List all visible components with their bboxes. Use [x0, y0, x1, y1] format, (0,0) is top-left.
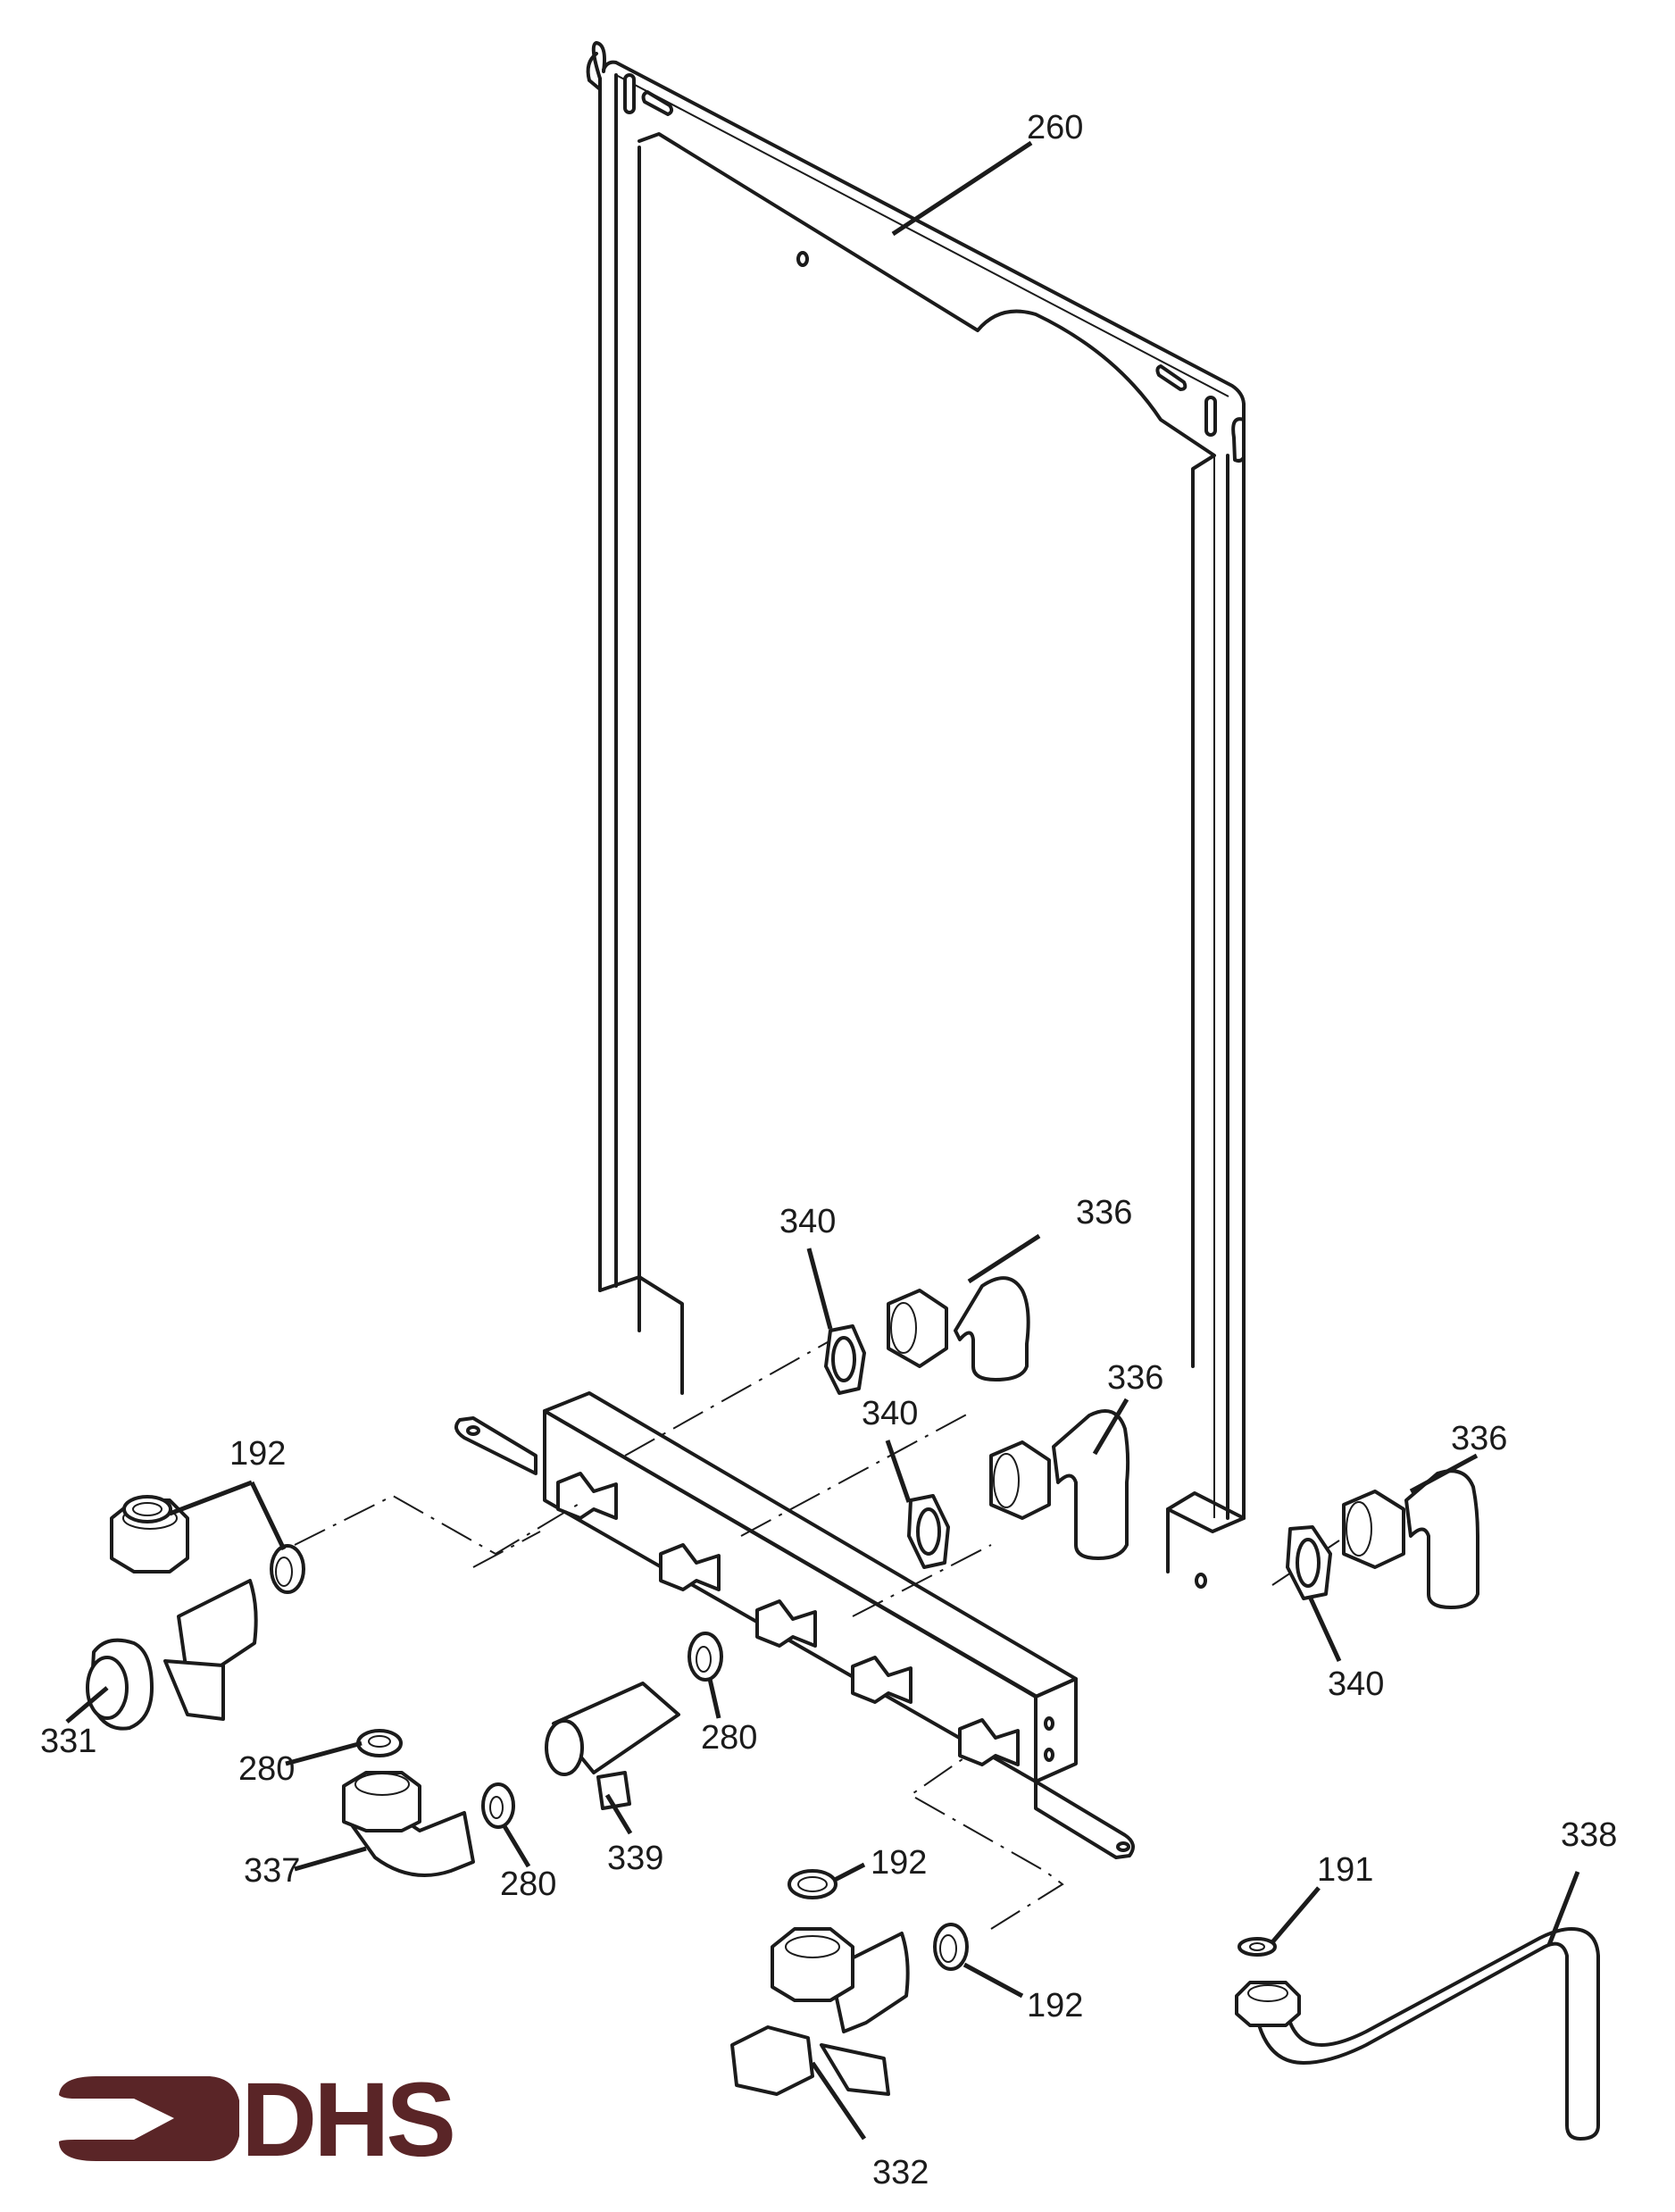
elbow-336-mid: [989, 1409, 1130, 1560]
label-340-right: 340: [1328, 1665, 1384, 1703]
valve-339: [545, 1682, 680, 1810]
label-332: 332: [872, 2154, 929, 2191]
manifold-bracket: [454, 1391, 1135, 1859]
valve-332: [730, 1927, 910, 2096]
label-331: 331: [40, 1723, 96, 1760]
label-340-top: 340: [779, 1203, 836, 1240]
label-338: 338: [1561, 1816, 1617, 1854]
bracket-clip: [851, 1656, 912, 1704]
elbow-336-right: [1342, 1469, 1479, 1609]
label-336-right: 336: [1451, 1420, 1507, 1457]
elbow-337: [342, 1771, 475, 1877]
label-191: 191: [1317, 1851, 1373, 1889]
washer-191: [1238, 1937, 1277, 1957]
bracket-clip: [755, 1599, 817, 1648]
washer-280-upper: [356, 1729, 403, 1757]
valve-331: [86, 1498, 258, 1731]
label-192-left: 192: [229, 1435, 286, 1473]
mounting-frame-260: [586, 41, 1246, 1589]
seal-192-bottom-top: [788, 1869, 838, 1899]
elbow-336-top: [887, 1276, 1030, 1381]
label-280-right: 280: [701, 1719, 757, 1757]
bracket-clip: [659, 1543, 721, 1591]
label-337: 337: [244, 1852, 300, 1890]
seal-192-bottom-right: [933, 1923, 969, 1971]
washer-280-lower: [481, 1782, 515, 1829]
label-340-mid: 340: [862, 1395, 918, 1432]
washer-340-mid: [907, 1494, 950, 1569]
label-336-top: 336: [1076, 1194, 1132, 1231]
label-280-lower: 280: [500, 1866, 556, 1903]
seal-192-left-top: [122, 1495, 172, 1523]
leader-lines: [65, 140, 1580, 2141]
label-280-upper: 280: [238, 1750, 295, 1788]
label-260: 260: [1027, 109, 1083, 146]
label-192-bottom-top: 192: [871, 1844, 927, 1882]
bracket-clip: [958, 1718, 1020, 1766]
logo-text: DHS: [241, 2061, 453, 2179]
assembly-lines: [294, 1330, 1340, 1930]
washer-340-right: [1286, 1525, 1332, 1600]
label-336-mid: 336: [1107, 1359, 1163, 1397]
washer-340-top: [824, 1324, 866, 1395]
pipe-338: [1235, 1927, 1600, 2141]
seal-192-left-side: [270, 1544, 305, 1594]
dhs-logo: DHS: [59, 2061, 456, 2179]
part-labels: 260 340 336 340 336 336 340 192 331 280 …: [40, 109, 1617, 2191]
washer-280-right: [688, 1632, 723, 1682]
label-192-bottom-right: 192: [1027, 1987, 1083, 2024]
label-339: 339: [607, 1840, 663, 1877]
arrow-right-icon: [59, 2076, 239, 2161]
